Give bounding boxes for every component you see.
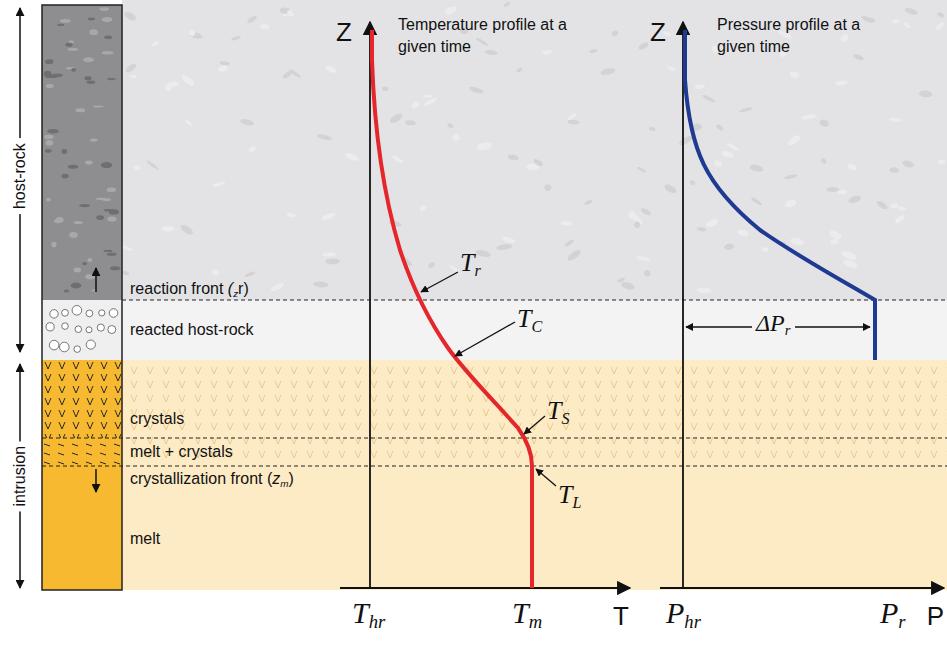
- axis-label: Z: [650, 18, 666, 48]
- axis-label: P: [927, 602, 944, 632]
- axis-tick-label: Pr: [880, 596, 906, 633]
- curve-callout: Tr: [460, 248, 481, 280]
- region-label: intrusion: [11, 441, 29, 511]
- layer-label: melt: [130, 530, 160, 548]
- front-label: crystallization front (zm): [130, 470, 294, 489]
- layer-label: melt + crystals: [130, 443, 233, 461]
- layer-label: crystals: [130, 410, 184, 428]
- axis-label: Z: [336, 18, 352, 48]
- curve-callout: TL: [558, 480, 581, 512]
- front-label: reaction front (zr): [130, 280, 249, 299]
- pressure-jump-label: ΔPr: [752, 310, 795, 339]
- axis-label: T: [613, 602, 629, 632]
- axis-tick-label: Tm: [512, 596, 542, 633]
- axis-tick-label: Phr: [666, 596, 701, 633]
- profile-title: Temperature profile at a given time: [398, 14, 573, 57]
- curve-callout: TC: [517, 304, 542, 336]
- region-label: host-rock: [11, 138, 29, 214]
- profile-title: Pressure profile at a given time: [717, 14, 877, 57]
- axis-tick-label: Thr: [352, 596, 385, 633]
- layer-label: reacted host-rock: [130, 321, 254, 339]
- curve-callout: TS: [547, 396, 570, 428]
